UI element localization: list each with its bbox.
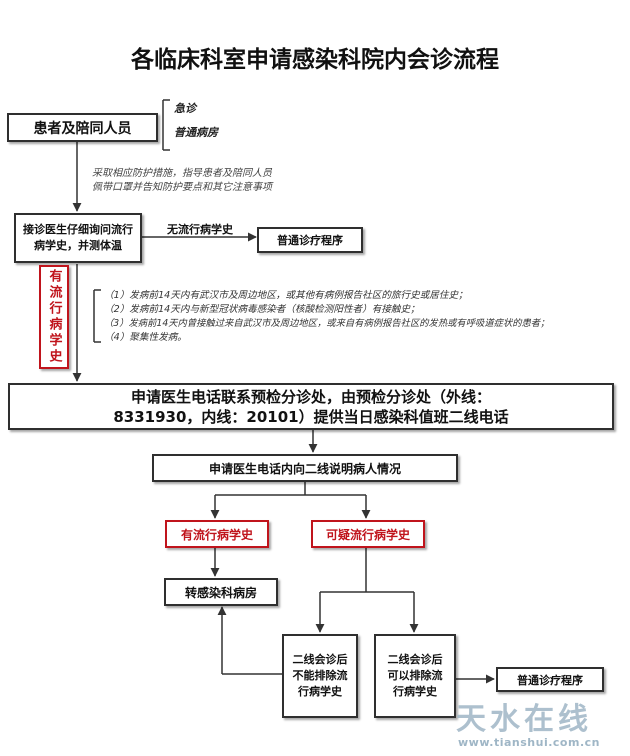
protection-note-line-1: 采取相应防护措施，指导患者及陪同人员 — [92, 168, 272, 179]
normal-procedure-box-1: 普通诊疗程序 — [257, 227, 363, 253]
apply-consult-box: 申请医生电话联系预检分诊处，由预检分诊处（外线： 8331930，内线：2010… — [8, 383, 614, 430]
condition-4: （4）聚集性发病。 — [104, 332, 187, 343]
can-exclude-box: 二线会诊后可以排除流行病学史 — [374, 634, 456, 718]
flowchart-title: 各临床科室申请感染科院内会诊流程 — [131, 47, 499, 73]
triage-emergency: 急诊 — [174, 102, 196, 115]
apply-consult-line-2: 8331930，内线：20101）提供当日感染科值班二线电话 — [113, 407, 509, 426]
apply-consult-line-1: 申请医生电话联系预检分诊处，由预检分诊处（外线： — [130, 387, 491, 406]
has-history-vertical-box: 有流行病学史 — [39, 265, 69, 369]
condition-1: （1）发病前14天内有武汉市及周边地区，或其他有病例报告社区的旅行史或居住史； — [104, 290, 468, 301]
condition-2: （2）发病前14天内与新型冠状病毒感染者（核酸检测阳性者）有接触史； — [104, 304, 420, 315]
no-history-label: 无流行病学史 — [167, 223, 233, 236]
has-history-box: 有流行病学史 — [165, 520, 269, 548]
watermark-url: www.tianshui.com.cn — [458, 736, 600, 749]
protection-note-line-2: 佩带口罩并告知防护要点和其它注意事项 — [92, 182, 272, 193]
normal-procedure-box-2: 普通诊疗程序 — [496, 667, 604, 692]
explain-box: 申请医生电话内向二线说明病人情况 — [152, 454, 458, 482]
transfer-ward-box: 转感染科病房 — [164, 578, 278, 606]
suspect-history-box: 可疑流行病学史 — [311, 520, 425, 548]
patient-box: 患者及陪同人员 — [7, 113, 158, 142]
watermark-logo-text: 天水在线 — [456, 702, 592, 737]
triage-ward: 普通病房 — [174, 126, 218, 139]
cannot-exclude-box: 二线会诊后不能排除流行病学史 — [282, 634, 358, 718]
inquiry-box: 接诊医生仔细询问流行病学史，并测体温 — [14, 213, 142, 263]
condition-3: （3）发病前14天内曾接触过来自武汉市及周边地区，或来自有病例报告社区的发热或有… — [104, 318, 550, 329]
